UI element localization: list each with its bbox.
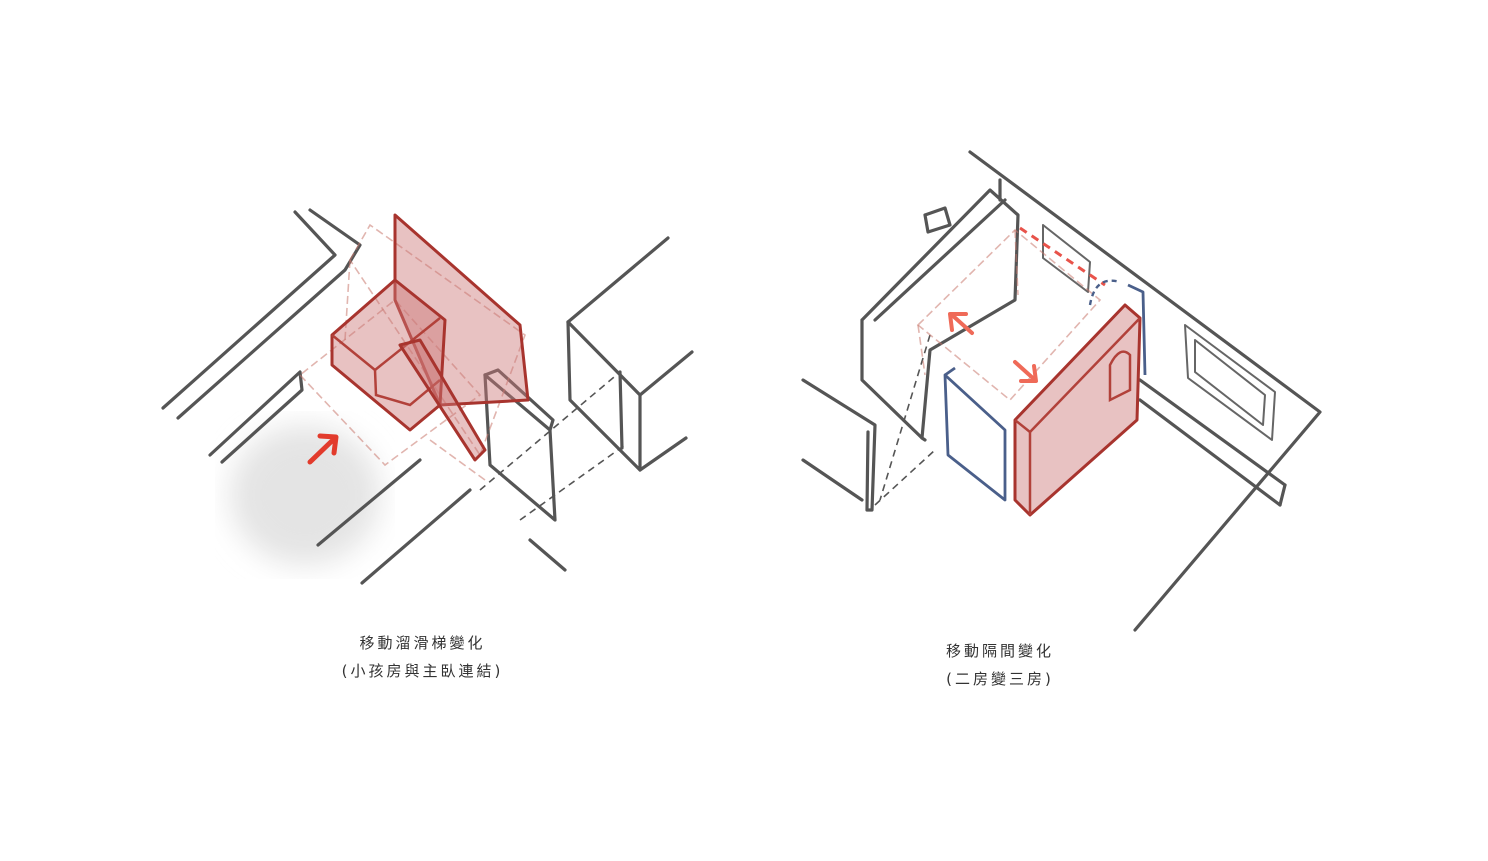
ghost-outline (298, 223, 526, 481)
original-partition (943, 279, 1147, 502)
move-arrow-right-icon (1013, 360, 1038, 383)
right-caption-subtitle: (二房變三房) (946, 670, 1054, 688)
left-caption-title: 移動溜滑梯變化 (359, 634, 486, 652)
door-opening-icon (1108, 350, 1132, 403)
walls (161, 208, 694, 585)
right-partition-diagram (801, 150, 1322, 632)
right-caption: 移動隔間變化 (二房變三房) (895, 637, 1105, 693)
left-slide-diagram (161, 208, 694, 585)
left-caption: 移動溜滑梯變化 (小孩房與主臥連結) (300, 629, 545, 685)
floor-shadow (230, 425, 380, 565)
move-arrow-left-icon (948, 312, 974, 335)
right-caption-title: 移動隔間變化 (945, 642, 1054, 660)
ghost-room-outline (916, 226, 1106, 402)
walls (801, 150, 1322, 632)
moved-partition (1013, 303, 1142, 517)
move-arrow-icon (307, 433, 339, 465)
slide-module (330, 213, 530, 462)
left-caption-subtitle: (小孩房與主臥連結) (341, 662, 504, 680)
